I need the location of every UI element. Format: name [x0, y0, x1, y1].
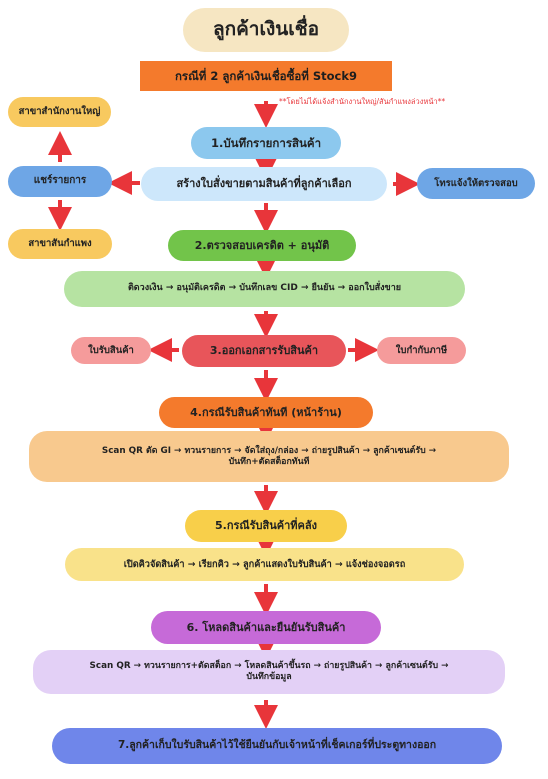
call-check-label: โทรแจ้งให้ตรวจสอบ — [434, 177, 518, 189]
step4-label: 4.กรณีรับสินค้าทันที (หน้าร้าน) — [190, 405, 342, 419]
tax-invoice-box: ใบกำกับภาษี — [377, 337, 466, 364]
sankamphaeng-label: สาขาสันกำแพง — [28, 238, 92, 250]
tax-invoice-label: ใบกำกับภาษี — [395, 344, 448, 356]
receipt-box: ใบรับสินค้า — [71, 337, 151, 364]
step1-label: 1.บันทึกรายการสินค้า — [210, 135, 322, 150]
notice-note-text: **โดยไม่ได้แจ้งสำนักงานใหญ่/สันกำแพงล่วง… — [279, 97, 446, 106]
step4-box: 4.กรณีรับสินค้าทันที (หน้าร้าน) — [159, 397, 373, 428]
call-check-box: โทรแจ้งให้ตรวจสอบ — [417, 168, 535, 199]
receipt-label: ใบรับสินค้า — [88, 344, 134, 356]
step7-label: 7.ลูกค้าเก็บใบรับสินค้าไว้ใช้ยืนยันกับเจ… — [117, 739, 437, 752]
sankamphaeng-box: สาขาสันกำแพง — [8, 229, 112, 259]
step2-box: 2.ตรวจสอบเครดิต + อนุมัติ — [168, 230, 356, 261]
step5-detail-box: เปิดคิวจัดสินค้า → เรียกคิว → ลูกค้าแสดง… — [65, 548, 464, 581]
step1-detail-box: สร้างใบสั่งขายตามสินค้าที่ลูกค้าเลือก — [141, 167, 387, 201]
head-office-box: สาขาสำนักงานใหญ่ — [8, 97, 111, 127]
page-title: ลูกค้าเงินเชื่อ — [183, 8, 349, 52]
step1-detail-label: สร้างใบสั่งขายตามสินค้าที่ลูกค้าเลือก — [176, 177, 352, 191]
step6-box: 6. โหลดสินค้าและยืนยันรับสินค้า — [151, 611, 381, 644]
step7-box: 7.ลูกค้าเก็บใบรับสินค้าไว้ใช้ยืนยันกับเจ… — [52, 728, 502, 764]
step3-label: 3.ออกเอกสารรับสินค้า — [209, 344, 319, 358]
step2-detail-label: ติดวงเงิน → อนุมัติเครดิต → บันทึกเลข CI… — [127, 283, 402, 294]
step5-label: 5.กรณีรับสินค้าที่คลัง — [215, 519, 317, 533]
step3-box: 3.ออกเอกสารรับสินค้า — [182, 335, 346, 367]
case-banner: กรณีที่ 2 ลูกค้าเงินเชื่อซื้อที่ Stock9 — [140, 61, 392, 91]
step6-detail-box: Scan QR → ทวนรายการ+ตัดสต็อก → โหลดสินค้… — [33, 650, 505, 694]
step4-detail-box: Scan QR ตัด GI → ทวนรายการ → จัดใส่ถุง/ก… — [29, 431, 509, 482]
share-list-box: แชร์รายการ — [8, 166, 112, 197]
case-banner-text: กรณีที่ 2 ลูกค้าเงินเชื่อซื้อที่ Stock9 — [174, 68, 358, 83]
share-list-label: แชร์รายการ — [33, 175, 87, 187]
step4-detail-line2: บันทึก+ตัดสต็อกทันที — [228, 456, 310, 467]
step5-detail-label: เปิดคิวจัดสินค้า → เรียกคิว → ลูกค้าแสดง… — [123, 558, 406, 570]
step5-box: 5.กรณีรับสินค้าที่คลัง — [185, 510, 347, 542]
step6-label: 6. โหลดสินค้าและยืนยันรับสินค้า — [186, 620, 346, 634]
notice-note: **โดยไม่ได้แจ้งสำนักงานใหญ่/สันกำแพงล่วง… — [279, 96, 539, 108]
head-office-label: สาขาสำนักงานใหญ่ — [18, 106, 101, 118]
step1-box: 1.บันทึกรายการสินค้า — [191, 127, 341, 159]
step2-label: 2.ตรวจสอบเครดิต + อนุมัติ — [194, 238, 330, 252]
step4-detail-line1: Scan QR ตัด GI → ทวนรายการ → จัดใส่ถุง/ก… — [101, 445, 437, 456]
page-title-text: ลูกค้าเงินเชื่อ — [212, 18, 320, 41]
step2-detail-box: ติดวงเงิน → อนุมัติเครดิต → บันทึกเลข CI… — [64, 271, 465, 307]
step6-detail-line2: บันทึกข้อมูล — [246, 672, 292, 682]
step6-detail-line1: Scan QR → ทวนรายการ+ตัดสต็อก → โหลดสินค้… — [89, 661, 449, 672]
